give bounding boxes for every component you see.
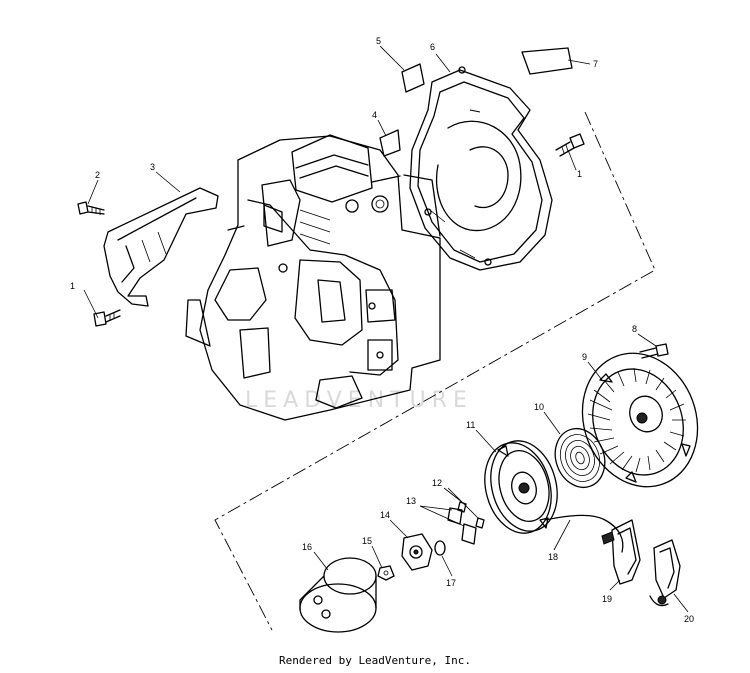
callout-8: 8 [632, 324, 637, 334]
pawls [447, 507, 477, 545]
callout-2: 2 [95, 170, 100, 180]
handle-grip [649, 539, 681, 607]
render-credit: Rendered by LeadVenture, Inc. [278, 654, 472, 667]
starter-handle [601, 519, 641, 585]
gasket-part-4 [379, 129, 401, 157]
callout-19: 19 [602, 594, 612, 604]
bolt-part-8 [639, 343, 669, 359]
bolt-part-1-upper [555, 133, 585, 157]
bolt-part-1-lower [93, 309, 121, 327]
pawl-pins [457, 501, 485, 529]
nut-part-15 [377, 565, 395, 581]
callout-15: 15 [362, 536, 372, 546]
callout-1b: 1 [577, 169, 582, 179]
blower-housing [409, 66, 553, 271]
recoil-starter-cover [581, 352, 699, 488]
callout-17: 17 [446, 578, 456, 588]
callout-11: 11 [466, 420, 475, 430]
callout-5: 5 [376, 36, 381, 46]
callout-7: 7 [593, 59, 598, 69]
recoil-spring [554, 427, 606, 489]
bolt-part-2 [77, 201, 105, 215]
starter-pulley [484, 440, 558, 534]
callout-numbers: 1 2 3 1 4 5 6 7 1 8 9 10 11 12 13 14 15 … [70, 36, 694, 624]
callout-18: 18 [548, 552, 558, 562]
starter-rope [544, 514, 624, 553]
friction-plate [401, 533, 433, 571]
callout-3: 3 [150, 162, 155, 172]
callout-9: 9 [582, 352, 587, 362]
engine-block [185, 134, 441, 421]
callout-1a: 1 [70, 281, 75, 291]
callout-14: 14 [380, 510, 390, 520]
assembly-guide-lines [214, 109, 656, 631]
callout-10: 10 [534, 402, 544, 412]
callout-20: 20 [684, 614, 694, 624]
heat-shield-bracket [103, 187, 219, 307]
callout-6: 6 [430, 42, 435, 52]
retaining-ring [434, 540, 446, 556]
callout-4: 4 [372, 110, 377, 120]
callout-12: 12 [432, 478, 442, 488]
gasket-part-7 [521, 47, 573, 75]
callout-16: 16 [302, 542, 312, 552]
gasket-part-5 [401, 63, 425, 93]
callout-leaders [83, 45, 689, 613]
starter-cup [299, 557, 377, 633]
callout-13: 13 [406, 496, 416, 506]
